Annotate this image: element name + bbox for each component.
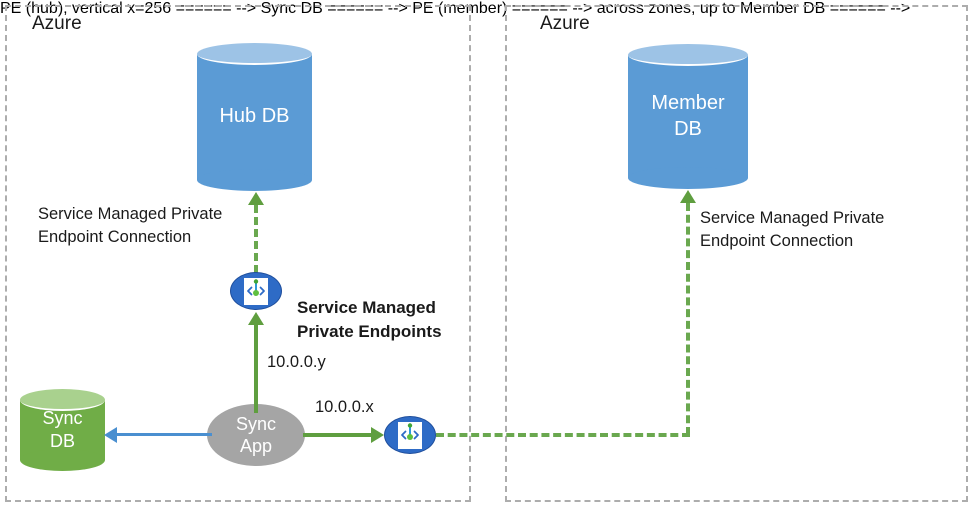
private-endpoint-icon — [247, 279, 265, 296]
hub-db-cylinder: Hub DB — [197, 43, 312, 191]
sync-app-to-member-pe-arrowhead — [371, 427, 384, 443]
azure-zone-left — [5, 5, 471, 502]
member-connection-note: Service Managed Private Endpoint Connect… — [700, 209, 885, 251]
azure-zone-right-label: Azure — [540, 13, 590, 34]
member-pe-connection-dashed-horizontal — [436, 433, 690, 437]
private-endpoint-icon — [401, 423, 419, 440]
azure-zone-left-label: Azure — [32, 13, 82, 34]
private-endpoint-member-glyph-box — [398, 421, 422, 449]
sync-app-to-member-pe-line — [303, 433, 371, 437]
hub-pe-connection-dashed-line — [254, 205, 258, 273]
hub-connection-note: Service Managed Private Endpoint Connect… — [38, 205, 223, 247]
sync-app-to-sync-db-arrowhead — [104, 427, 117, 443]
service-managed-private-endpoints-title: Service Managed Private Endpoints — [297, 298, 442, 341]
member-db-connection-arrowhead — [680, 190, 696, 203]
sync-app-node: Sync App — [207, 404, 305, 466]
private-endpoint-hub-glyph-box — [244, 277, 268, 305]
hub-db-top — [197, 43, 312, 65]
hub-pe-connection-arrowhead — [248, 192, 264, 205]
sync-app-label-line2: App — [239, 436, 273, 456]
hub-db-bottom — [197, 169, 312, 191]
member-db-cylinder: Member DB — [628, 44, 748, 189]
sync-db-cylinder: Sync DB — [20, 389, 105, 471]
sync-app-to-hub-pe-arrowhead — [248, 312, 264, 325]
member-db-bottom — [628, 167, 748, 189]
sync-app-to-hub-pe-line — [254, 325, 258, 413]
sync-app-to-sync-db-line — [117, 433, 212, 436]
member-db-body — [628, 55, 748, 178]
hub-db-body — [197, 54, 312, 180]
sync-db-top — [20, 389, 105, 411]
azure-zone-right — [505, 5, 968, 502]
private-endpoint-member[interactable] — [384, 416, 436, 454]
member-db-top — [628, 44, 748, 66]
ip-label-hub: 10.0.0.y — [267, 353, 326, 371]
ip-label-member: 10.0.0.x — [315, 398, 374, 416]
sync-db-bottom — [20, 449, 105, 471]
private-endpoint-hub[interactable] — [230, 272, 282, 310]
sync-app-label-line1: Sync — [235, 413, 277, 434]
member-pe-connection-dashed-vertical — [686, 203, 690, 435]
